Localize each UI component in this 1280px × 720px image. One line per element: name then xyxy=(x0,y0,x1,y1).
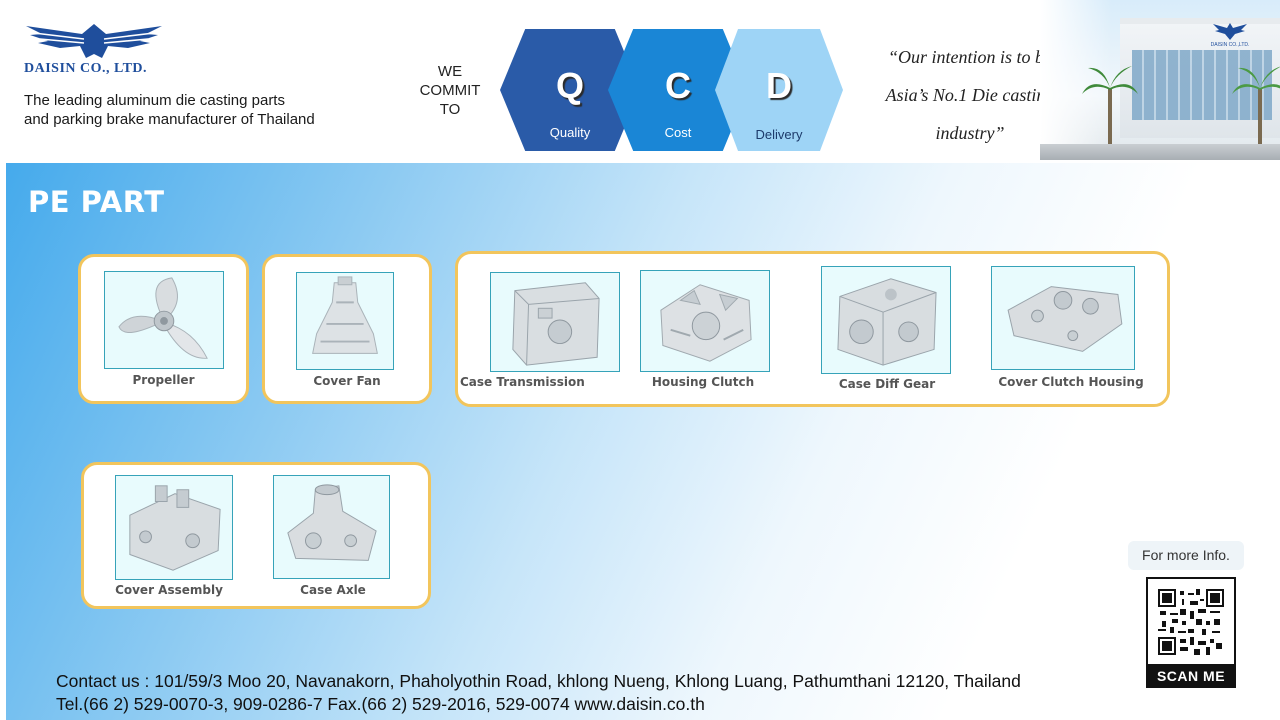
tagline-line-2: and parking brake manufacturer of Thaila… xyxy=(24,111,315,128)
we-commit-to-text: WE COMMIT TO xyxy=(410,62,490,119)
case-axle-icon xyxy=(287,484,377,561)
palm-tree-icon xyxy=(1082,66,1138,148)
delivery-letter: D xyxy=(766,65,792,106)
quote-line-1: “Our intention is to be xyxy=(887,47,1052,67)
contact-phone-web: Tel.(66 2) 529-0070-3, 909-0286-7 Fax.(6… xyxy=(56,694,705,714)
case-axle-label: Case Axle xyxy=(300,583,366,597)
header: DAISIN CO., LTD. The leading aluminum di… xyxy=(0,0,1280,163)
delivery-hexagon: D Delivery xyxy=(715,29,843,151)
palm-tree-icon xyxy=(1232,66,1280,148)
company-name: DAISIN CO., LTD. xyxy=(24,61,148,76)
part-case-transmission[interactable]: Case Transmission xyxy=(458,254,623,404)
quality-label: Quality xyxy=(549,125,591,140)
part-housing-clutch[interactable]: Housing Clutch xyxy=(628,254,788,404)
cover-assembly-label: Cover Assembly xyxy=(115,583,223,597)
part-cover-assembly[interactable]: Cover Assembly xyxy=(84,465,254,606)
part-card-propeller: Propeller xyxy=(78,254,249,404)
company-quote: “Our intention is to be Asia’s No.1 Die … xyxy=(860,38,1080,152)
eagle-logo-icon xyxy=(26,24,162,58)
propeller-label: Propeller xyxy=(132,373,195,387)
tagline-line-1: The leading aluminum die casting parts xyxy=(24,92,285,109)
delivery-label: Delivery xyxy=(755,127,803,142)
commit-line-1: WE xyxy=(437,63,463,80)
cover-fan-image xyxy=(296,272,394,370)
cover-assembly-image xyxy=(115,475,233,580)
factory-building-photo: DAISIN CO.,LTD. xyxy=(1040,0,1280,160)
more-info-label: For more Info. xyxy=(1128,541,1244,570)
cover-clutch-housing-image xyxy=(991,266,1135,370)
quality-letter: Q xyxy=(555,65,584,106)
page-title: PE PART xyxy=(28,185,165,219)
quote-line-3: industry” xyxy=(935,123,1005,143)
cover-fan-label: Cover Fan xyxy=(313,374,381,388)
cost-letter: C xyxy=(665,65,691,106)
contact-address: Contact us : 101/59/3 Moo 20, Navanakorn… xyxy=(56,671,1021,691)
case-transmission-label: Case Transmission xyxy=(460,375,585,389)
quote-line-2: Asia’s No.1 Die casting xyxy=(885,85,1055,105)
part-card-cover-fan: Cover Fan xyxy=(262,254,432,404)
case-diff-gear-label: Case Diff Gear xyxy=(838,377,936,391)
part-cover-clutch-housing[interactable]: Cover Clutch Housing xyxy=(988,254,1168,404)
cover-clutch-housing-label: Cover Clutch Housing xyxy=(998,375,1144,389)
cover-fan-icon xyxy=(312,276,378,354)
housing-clutch-image xyxy=(640,270,770,372)
part-propeller[interactable]: Propeller xyxy=(81,257,246,401)
housing-clutch-label: Housing Clutch xyxy=(651,375,755,389)
tagline: The leading aluminum die casting parts a… xyxy=(24,91,315,129)
building-ground xyxy=(1040,144,1280,160)
part-cover-fan[interactable]: Cover Fan xyxy=(265,257,429,401)
part-case-axle[interactable]: Case Axle xyxy=(272,465,402,606)
scan-me-label: SCAN ME xyxy=(1146,664,1236,688)
qr-code-box[interactable]: SCAN ME xyxy=(1146,577,1236,688)
case-diff-gear-image xyxy=(821,266,951,374)
qr-code-icon xyxy=(1158,589,1224,655)
propeller-icon xyxy=(118,277,208,359)
housing-clutch-icon xyxy=(660,284,752,362)
part-card-cover-axle-group: Cover Assembly Case Axle xyxy=(81,462,431,609)
cost-label: Cost xyxy=(664,125,692,140)
case-diff-gear-icon xyxy=(837,278,937,366)
propeller-image xyxy=(104,271,224,369)
case-axle-image xyxy=(273,475,390,579)
part-card-transmission-group: Case Transmission Housing Clutch xyxy=(455,251,1170,407)
case-transmission-icon xyxy=(512,282,600,366)
commit-line-2: COMMIT xyxy=(419,82,481,99)
building-sign: DAISIN CO.,LTD. xyxy=(1211,23,1250,48)
case-transmission-image xyxy=(490,272,620,372)
cover-clutch-housing-icon xyxy=(1007,286,1123,352)
cover-assembly-icon xyxy=(129,485,221,571)
commit-line-3: TO xyxy=(439,101,461,118)
contact-info: Contact us : 101/59/3 Moo 20, Navanakorn… xyxy=(56,670,1021,716)
svg-text:DAISIN CO.,LTD.: DAISIN CO.,LTD. xyxy=(1211,42,1250,48)
main-panel: PE PART Propeller xyxy=(6,163,1280,720)
part-case-diff-gear[interactable]: Case Diff Gear xyxy=(818,254,958,404)
